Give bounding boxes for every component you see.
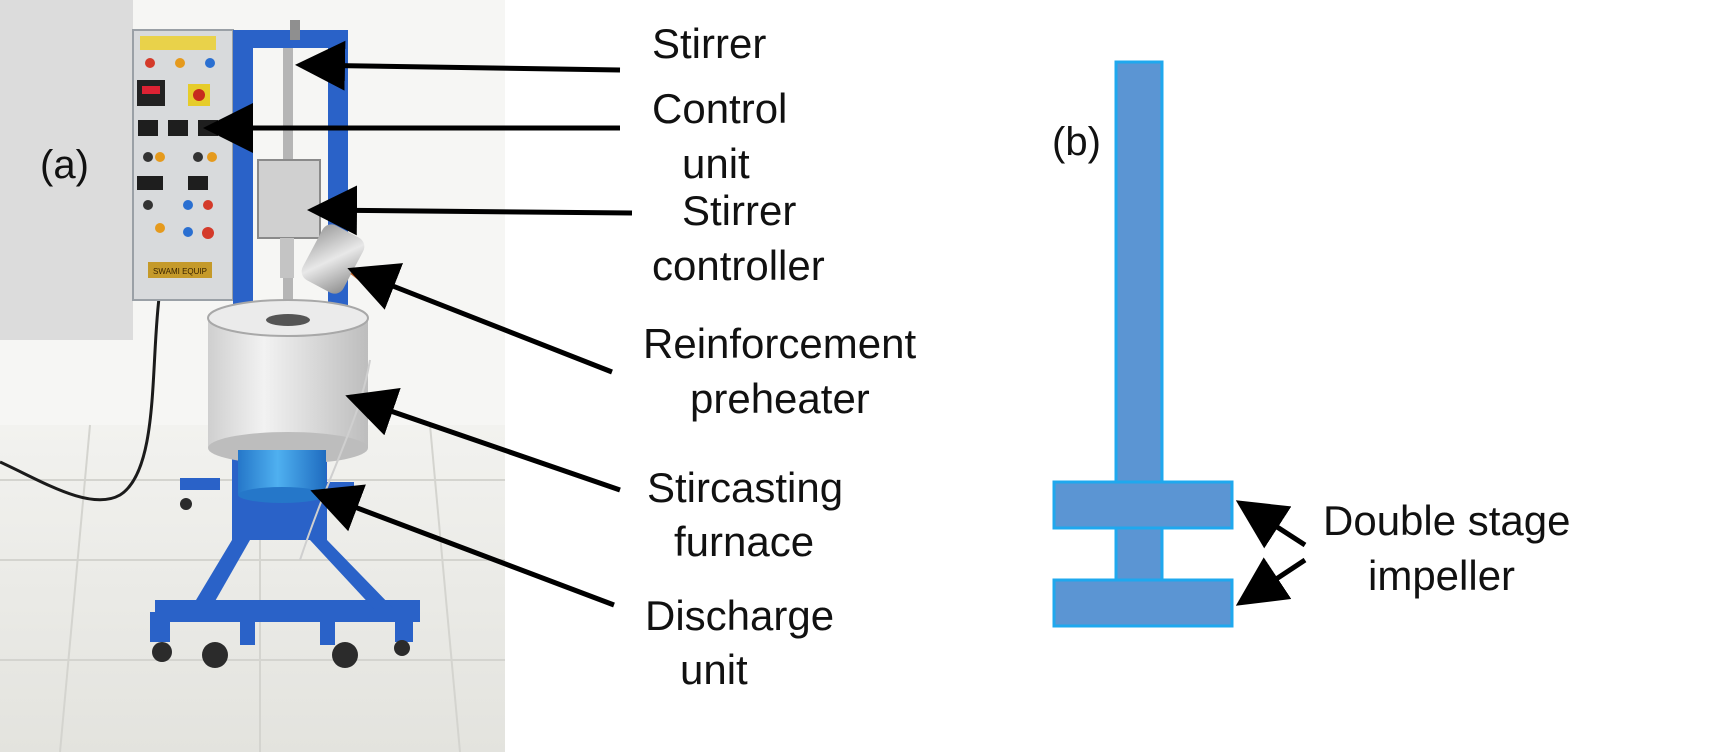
- control-cabinet: SWAMI EQUIP: [132, 29, 234, 301]
- label-stircasting-line1: Stircasting: [647, 464, 843, 511]
- impeller-blade-lower: [1052, 578, 1234, 628]
- caster-wheels: [152, 498, 410, 668]
- panel-a-tag: (a): [40, 143, 89, 187]
- impeller-blade-upper: [1052, 480, 1234, 530]
- label-impeller-line2: impeller: [1368, 552, 1515, 599]
- svg-text:SWAMI EQUIP: SWAMI EQUIP: [153, 267, 207, 276]
- label-discharge-line1: Discharge: [645, 592, 834, 639]
- arrow-stirrer-controller: [307, 185, 633, 236]
- power-cable: [0, 289, 162, 502]
- impeller-hub-segment: [1114, 526, 1164, 582]
- label-stirrer: Stirrer: [652, 20, 766, 67]
- labels-a: Stirrer Control unit Stirrer controller …: [643, 20, 916, 693]
- panel-b-tag: (b): [1052, 120, 1101, 164]
- label-reinforcement-line2: preheater: [690, 375, 870, 422]
- arrow-stircasting-furnace: [345, 388, 621, 493]
- arrow-stirrer: [295, 40, 621, 91]
- label-control-unit-line2: unit: [682, 140, 750, 187]
- callout-arrows-a: [203, 40, 633, 608]
- cabinet-nameplate: [148, 262, 212, 278]
- arrow-discharge-unit: [310, 484, 615, 608]
- arrow-impeller-lower: [1235, 557, 1307, 606]
- label-stircasting-line2: furnace: [674, 518, 814, 565]
- impeller-shaft: [1114, 60, 1164, 484]
- label-reinforcement-line1: Reinforcement: [643, 320, 916, 367]
- label-impeller-line1: Double stage: [1323, 497, 1571, 544]
- arrow-impeller-upper: [1235, 500, 1307, 549]
- stirrer-controller-box: [257, 159, 321, 239]
- label-stirrer-controller-line1: Stirrer: [682, 187, 796, 234]
- furnace-body: [238, 450, 326, 503]
- label-control-unit-line1: Control: [652, 85, 787, 132]
- label-stirrer-controller-line2: controller: [652, 242, 825, 289]
- callout-arrows-b: [1235, 500, 1307, 606]
- grey-backdrop: [0, 0, 133, 340]
- label-discharge-line2: unit: [680, 646, 748, 693]
- furnace-drum: [207, 299, 369, 464]
- panel-a-photo: SWAMI EQUIP: [0, 0, 505, 752]
- impeller-drawing: [1052, 60, 1234, 628]
- arrow-reinforcement-preheater: [347, 263, 613, 375]
